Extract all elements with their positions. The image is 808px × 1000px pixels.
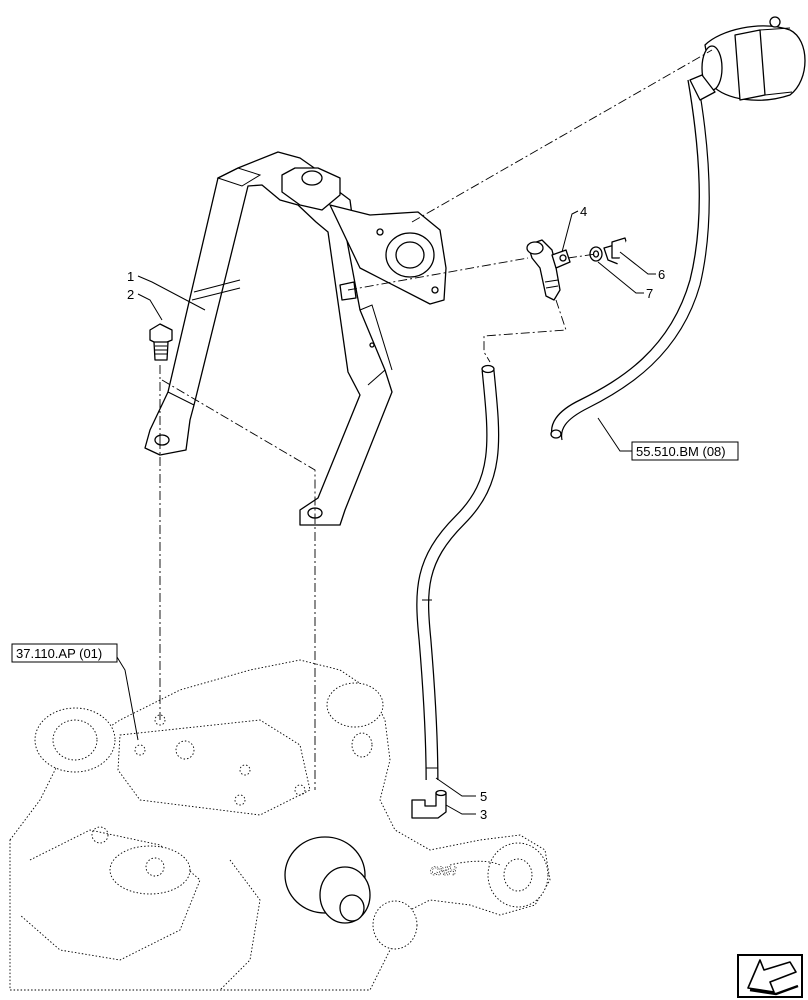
reference-hose-label: 55.510.BM (08) <box>636 444 726 459</box>
callout-6: 6 <box>658 267 665 282</box>
arrow-navigation-icon[interactable] <box>737 954 803 998</box>
fitting-part-4 <box>526 239 571 301</box>
elbow-part-3 <box>411 789 447 819</box>
axle-housing-assembly: CNH <box>9 659 551 991</box>
bracket-part-1 <box>144 151 447 526</box>
axle-pivot-mount <box>284 836 371 924</box>
callout-2: 2 <box>127 287 134 302</box>
assembly-phantom-lines <box>159 49 713 790</box>
reservoir-assembly <box>550 16 806 441</box>
reference-axle-label: 37.110.AP (01) <box>16 646 102 661</box>
callout-3: 3 <box>480 807 487 822</box>
reference-hose-link[interactable]: 55.510.BM (08) <box>631 441 739 461</box>
callout-4: 4 <box>580 204 587 219</box>
washer-part-7 <box>589 246 603 262</box>
hose-part-5 <box>416 364 500 781</box>
callout-1: 1 <box>127 269 134 284</box>
svg-text:CNH: CNH <box>430 864 456 878</box>
bolt-part-2 <box>149 323 173 361</box>
callout-5: 5 <box>480 789 487 804</box>
reference-axle-link[interactable]: 37.110.AP (01) <box>11 643 118 663</box>
leader-lines <box>116 210 656 815</box>
callout-labels: 1 2 4 6 7 5 3 <box>127 204 665 822</box>
callout-7: 7 <box>646 286 653 301</box>
